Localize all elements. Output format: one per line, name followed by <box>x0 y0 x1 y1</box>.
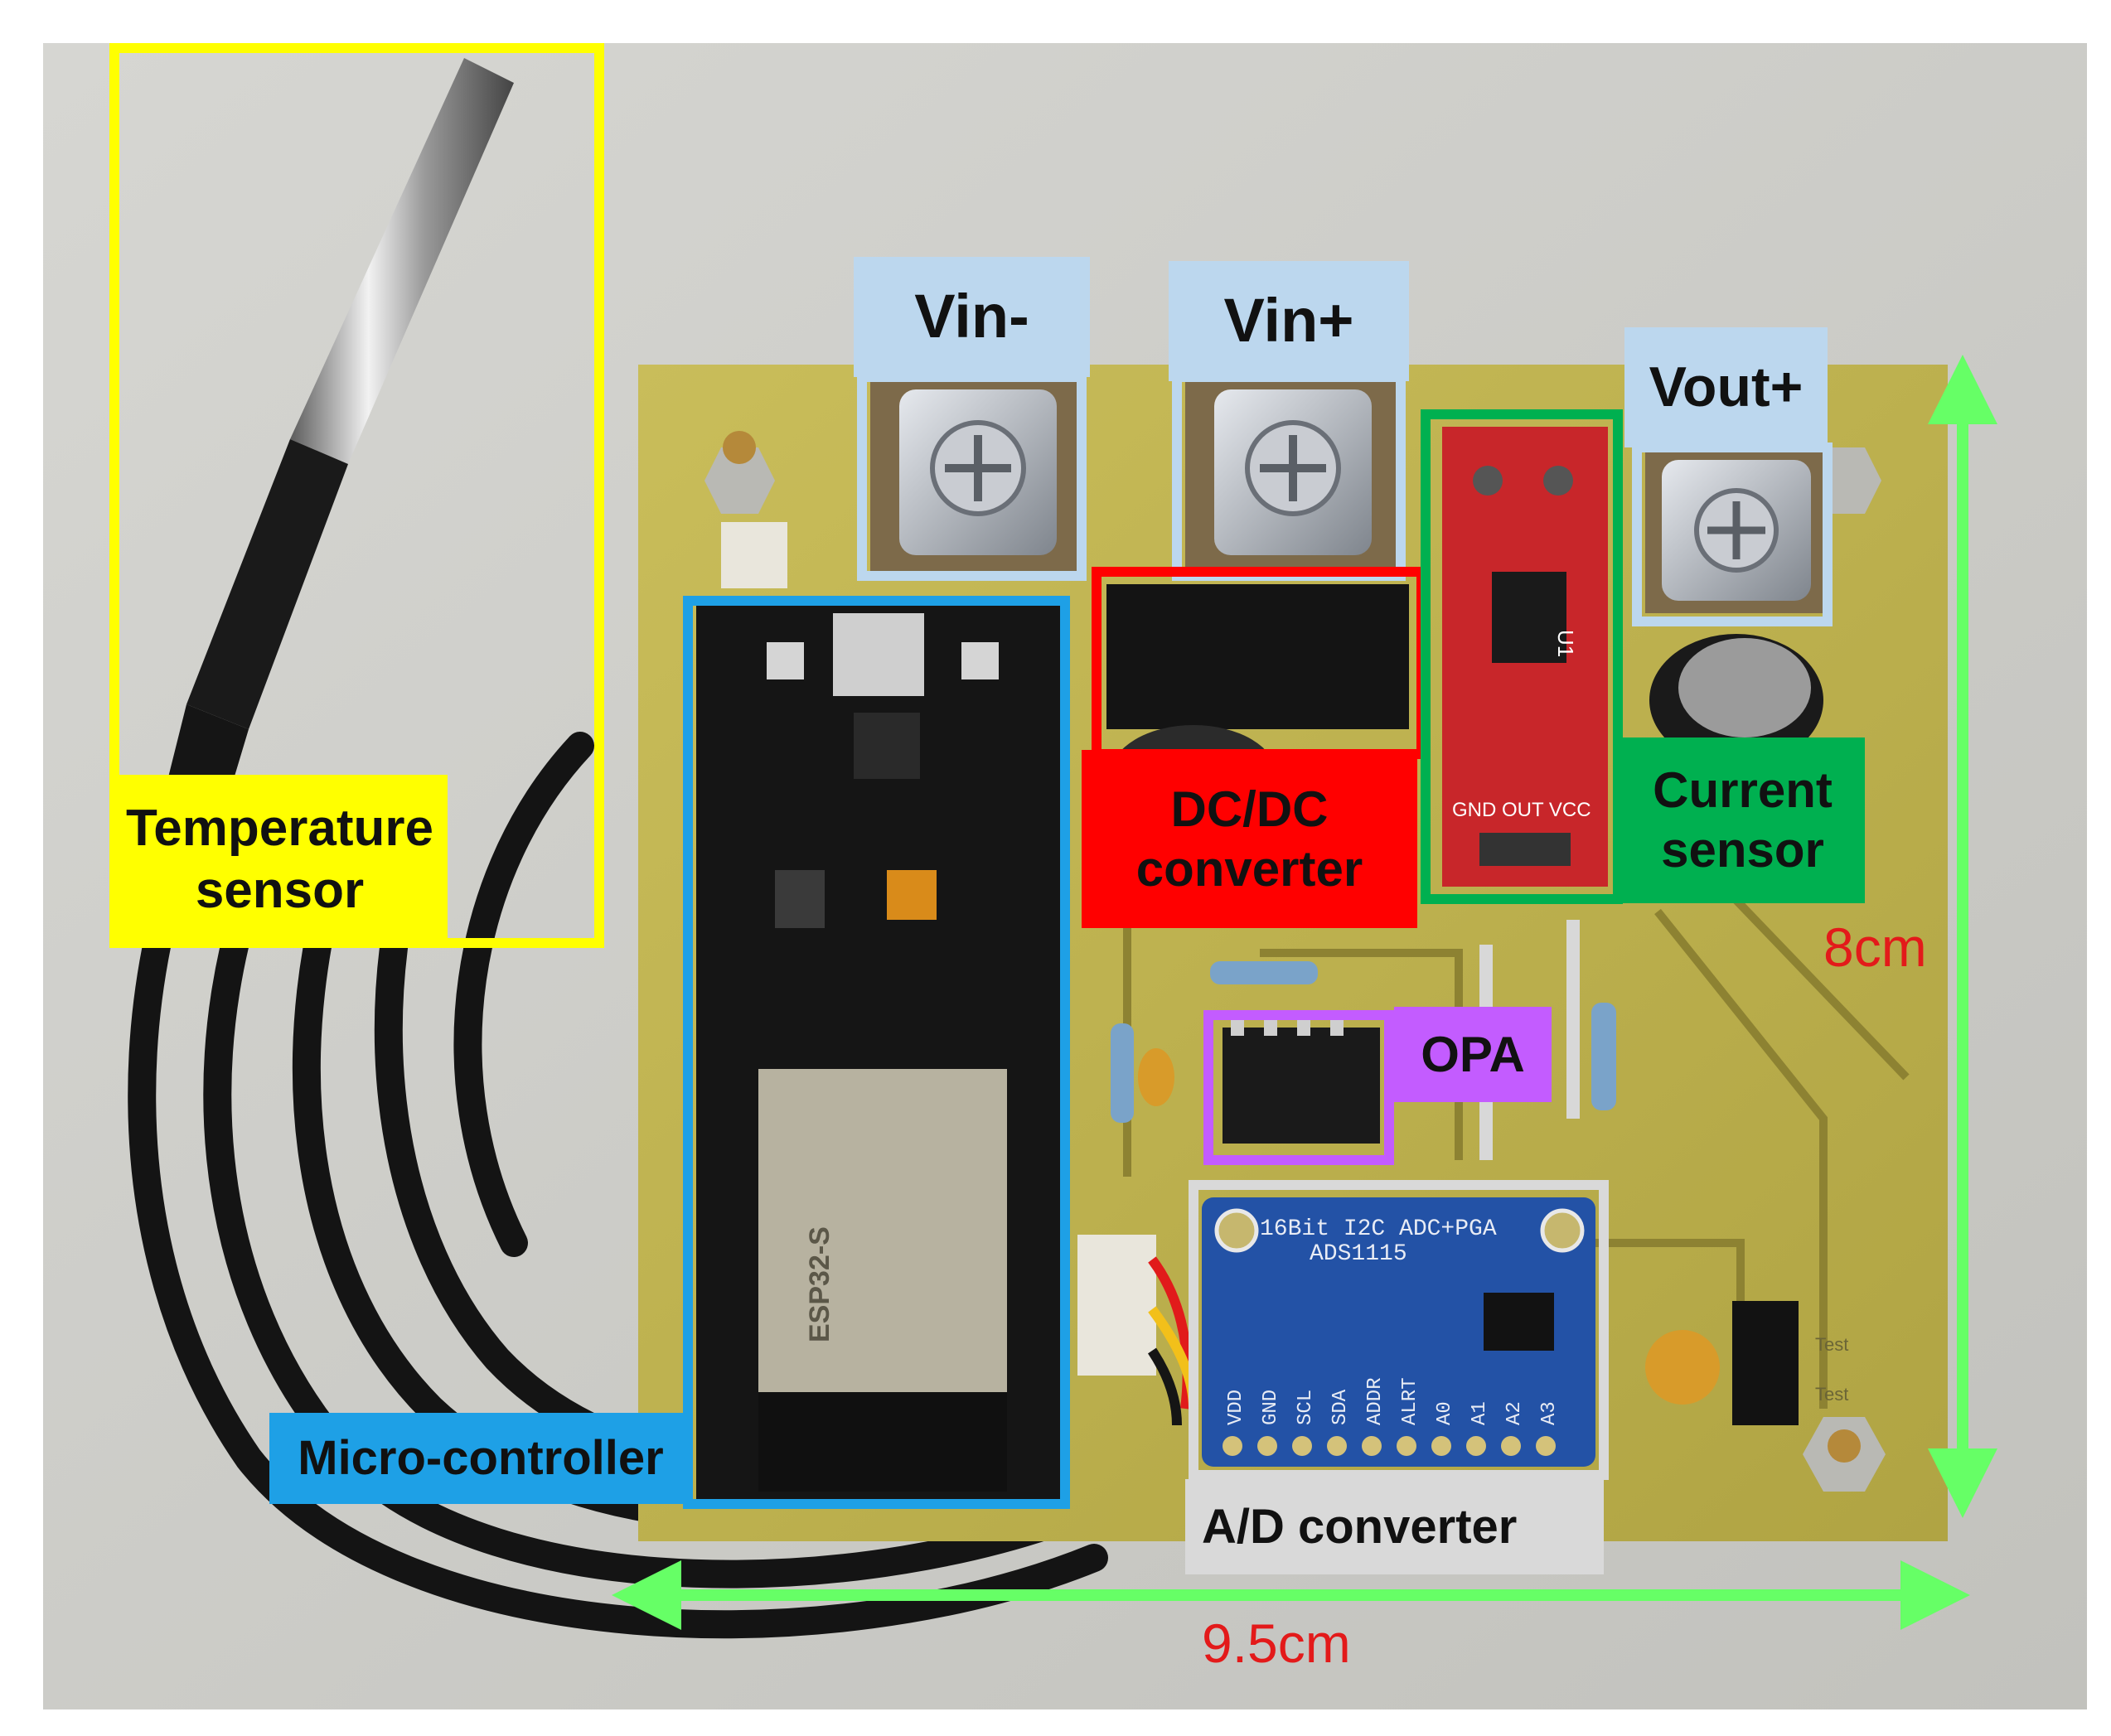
adc-pin-label: ALRT <box>1399 1377 1421 1425</box>
temperature-sensor-label: Temperature sensor <box>112 775 448 945</box>
dcdc-converter-label-line1: DC/DC <box>1170 781 1329 837</box>
vin-minus-text: Vin- <box>914 282 1029 351</box>
current-sensor-module: U1 GND OUT VCC <box>1442 427 1608 887</box>
dcdc-converter-label-line2: converter <box>1135 840 1363 897</box>
opa-box <box>1203 1010 1394 1165</box>
current-sensor-label: Current sensor <box>1620 737 1865 903</box>
adc-pin-pad <box>1257 1436 1277 1456</box>
vout-plus-box <box>1632 442 1833 626</box>
screw-terminal-vout-plus <box>1645 452 1823 613</box>
adc-pin-pad <box>1536 1436 1556 1456</box>
adc-pin-pad <box>1223 1436 1242 1456</box>
test-mark-1: Test <box>1815 1334 1848 1355</box>
adc-pin-pad <box>1362 1436 1382 1456</box>
vout-plus-text: Vout+ <box>1649 355 1804 418</box>
adc-pin-label: VDD <box>1225 1390 1247 1425</box>
opa-label: OPA <box>1394 1007 1552 1102</box>
current-sensor-label-line2: sensor <box>1661 822 1824 878</box>
adc-pin-label: A1 <box>1469 1401 1491 1425</box>
current-sensor-box <box>1421 409 1623 904</box>
adc-pin-pad <box>1431 1436 1451 1456</box>
vin-minus-box <box>857 372 1087 581</box>
adc-pin-pad <box>1501 1436 1521 1456</box>
height-measure-label: 8cm <box>1823 916 1927 978</box>
vout-plus-label: Vout+ <box>1624 327 1828 447</box>
esp32-board: ESP32-S <box>696 605 1061 1500</box>
adc-pin-pad <box>1327 1436 1347 1456</box>
adc-pin-label: GND <box>1260 1390 1282 1425</box>
adc-pin-label: ADDR <box>1364 1377 1387 1425</box>
test-mark-2: Test <box>1815 1384 1848 1405</box>
ceramic-capacitor <box>1138 1048 1174 1106</box>
current-sensor-label-line1: Current <box>1653 762 1833 818</box>
adc-pin-pad <box>1466 1436 1486 1456</box>
adc-module: 16Bit I2C ADC+PGA ADS1115 VDD GND SCL SDA AD… <box>1202 1197 1595 1467</box>
adc-pin-pad <box>1397 1436 1416 1456</box>
photo-frame <box>40 40 2090 1713</box>
opa-chip <box>1223 1019 1380 1144</box>
screw-terminal-vin-minus <box>870 381 1082 572</box>
ad-converter-label: A/D converter <box>1185 1479 1604 1574</box>
vin-plus-label: Vin+ <box>1169 261 1409 381</box>
micro-controller-label: Micro-controller <box>269 1413 692 1504</box>
micro-controller-box <box>683 596 1070 1509</box>
esp-module-label: ESP32-S <box>804 1226 835 1342</box>
opa-text: OPA <box>1421 1026 1525 1082</box>
vin-plus-text: Vin+ <box>1223 286 1354 355</box>
current-chip-label: U1 <box>1553 630 1578 657</box>
adc-chip-label: ADS1115 <box>1310 1241 1407 1267</box>
temperature-sensor-label-line1: Temperature <box>126 800 433 858</box>
adc-pin-label: A0 <box>1434 1401 1456 1425</box>
ad-converter-box <box>1189 1180 1609 1480</box>
temperature-sensor-label-line2: sensor <box>195 861 365 919</box>
test-header: Test Test <box>1732 1301 1848 1425</box>
micro-controller-text: Micro-controller <box>298 1431 664 1486</box>
ceramic-capacitor-2 <box>1645 1330 1720 1405</box>
adc-pin-pad <box>1292 1436 1312 1456</box>
adc-pin-label: SCL <box>1295 1390 1317 1425</box>
ad-converter-text: A/D converter <box>1202 1499 1518 1554</box>
adc-header-label: 16Bit I2C ADC+PGA <box>1260 1216 1497 1242</box>
dcdc-converter-label: DC/DC converter <box>1082 750 1417 928</box>
adc-pin-label: A3 <box>1538 1401 1561 1425</box>
screw-terminal-vin-plus <box>1185 381 1397 572</box>
vin-minus-label: Vin- <box>854 257 1090 377</box>
adc-pins: VDD GND SCL SDA ADDR ALRT A0 A1 A2 A3 <box>1223 1377 1561 1456</box>
adc-pin-label: A2 <box>1503 1401 1526 1425</box>
power-connector <box>721 522 787 588</box>
adc-pin-label: SDA <box>1329 1389 1352 1425</box>
width-measure-label: 9.5cm <box>1202 1613 1351 1674</box>
current-pin-label: GND OUT VCC <box>1452 799 1591 821</box>
